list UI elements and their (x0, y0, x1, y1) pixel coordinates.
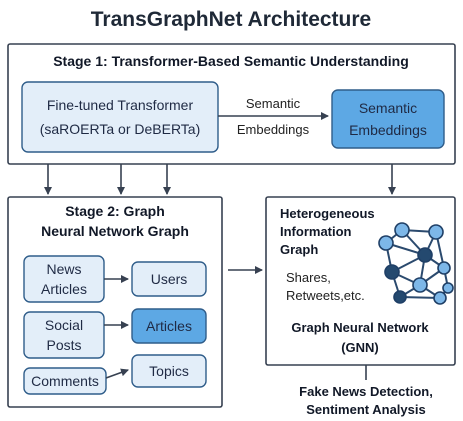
users-box (131, 261, 207, 297)
graph-node (394, 222, 410, 238)
transformer-label-line1: Fine-tuned Transformer (47, 97, 194, 113)
social-posts-line1: Social (45, 317, 83, 333)
semantic-embeddings-box (331, 89, 445, 149)
comments-to-topics-arrow (105, 368, 129, 379)
gnn-label-line2: (GNN) (341, 340, 379, 355)
arrow-label-line1: Semantic (246, 96, 301, 111)
graph-node (437, 261, 451, 275)
social-posts-line2: Posts (46, 337, 81, 353)
users-label: Users (151, 271, 188, 287)
articles-box (131, 308, 207, 344)
stage2-heading-line1: Stage 2: Graph (65, 203, 165, 219)
graph-node (442, 282, 454, 294)
shares-line2: Retweets,etc. (286, 288, 365, 303)
graph-node (393, 290, 407, 304)
output-line2: Sentiment Analysis (306, 402, 425, 417)
transformer-box (21, 81, 219, 153)
news-articles-line2: Articles (41, 281, 87, 297)
articles-label: Articles (146, 318, 192, 334)
gnn-label-line1: Graph Neural Network (291, 320, 429, 335)
embeddings-label-line1: Semantic (359, 100, 417, 116)
shares-line1: Shares, (286, 270, 331, 285)
news-articles-line1: News (46, 261, 81, 277)
graph-heading-line2: Information (280, 224, 352, 239)
network-graph-icon (378, 222, 454, 305)
comments-label: Comments (31, 373, 99, 389)
arrow-label-line2: Embeddings (237, 122, 310, 137)
graph-heading-line1: Heterogeneous (280, 206, 375, 221)
graph-panel-frame (265, 196, 456, 366)
stage1-heading: Stage 1: Transformer-Based Semantic Unde… (53, 53, 409, 69)
graph-node (412, 277, 428, 293)
social-posts-box (23, 311, 105, 359)
comments-box (23, 367, 107, 395)
stage2-heading-line2: Neural Network Graph (41, 223, 189, 239)
graph-node (417, 247, 433, 263)
transformer-label-line2: (saROERTa or DeBERTa) (40, 121, 201, 137)
graph-node (428, 224, 444, 240)
graph-node (378, 235, 394, 251)
topics-label: Topics (149, 363, 189, 379)
graph-heading-line3: Graph (280, 242, 318, 257)
diagram-title: TransGraphNet Architecture (91, 8, 371, 31)
topics-box (131, 354, 207, 388)
graph-node (433, 291, 447, 305)
output-line1: Fake News Detection, (299, 384, 433, 399)
graph-node (384, 264, 400, 280)
embeddings-label-line2: Embeddings (349, 122, 427, 138)
